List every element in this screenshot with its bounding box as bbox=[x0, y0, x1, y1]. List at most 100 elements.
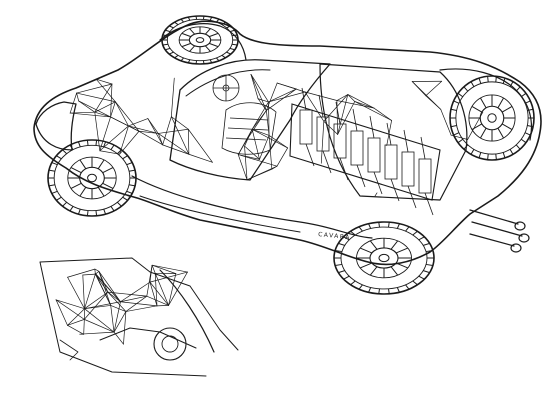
exhaust-header bbox=[339, 157, 349, 181]
engine-cylinder bbox=[367, 137, 381, 173]
inset-tube bbox=[151, 264, 188, 273]
inset-tube bbox=[55, 299, 68, 326]
front-left-wheel-ring bbox=[79, 166, 105, 190]
frame-tube bbox=[266, 82, 278, 111]
frame-tube bbox=[251, 128, 260, 160]
frame-tube bbox=[354, 101, 392, 121]
rear-right-wheel-tread bbox=[463, 144, 469, 150]
frame-tube bbox=[110, 101, 116, 118]
frame-tube bbox=[69, 111, 96, 114]
rear-left-wheel-spoke bbox=[359, 247, 373, 254]
rear-right-wheel-spoke bbox=[497, 97, 504, 109]
frame-tube bbox=[94, 111, 111, 118]
rear-right-wheel-tread bbox=[495, 153, 497, 160]
front-right-wheel-spoke bbox=[209, 42, 219, 48]
frame-tube bbox=[128, 125, 159, 134]
rear-right-wheel-tread bbox=[478, 77, 482, 84]
exhaust-header bbox=[322, 150, 332, 174]
rear-right-wheel-tread bbox=[527, 108, 534, 111]
frame-tube bbox=[69, 92, 77, 114]
frame-tube bbox=[268, 88, 297, 103]
rear-right-wheel-ring bbox=[479, 105, 505, 131]
inset-tube bbox=[55, 299, 85, 320]
frame-tube bbox=[115, 101, 129, 127]
intake-stack bbox=[420, 136, 426, 160]
front-left-wheel-tread bbox=[116, 149, 122, 155]
frame-tube bbox=[170, 116, 189, 130]
front-right-wheel-tread bbox=[215, 18, 220, 23]
rear-left-wheel-tread bbox=[412, 280, 418, 286]
front-left-wheel-ring bbox=[87, 173, 97, 183]
inset-tube bbox=[123, 311, 127, 345]
rear-right-wheel-tread bbox=[515, 144, 521, 150]
frame-tube bbox=[268, 101, 270, 136]
rear-left-wheel-tread bbox=[368, 223, 372, 229]
front-right-wheel-tread bbox=[209, 59, 213, 64]
front-right-wheel-tread bbox=[195, 16, 198, 20]
front-right-wheel-spoke bbox=[204, 45, 211, 52]
front-right-wheel-spoke bbox=[181, 42, 191, 48]
frame-tube bbox=[157, 133, 163, 146]
front-right-wheel-spoke bbox=[209, 32, 219, 38]
inset-tube bbox=[120, 301, 158, 307]
frame-tube bbox=[99, 150, 120, 155]
intake-stack bbox=[301, 87, 307, 111]
front-right-wheel-tread bbox=[215, 57, 220, 62]
rear-left-wheel-tread bbox=[358, 226, 363, 232]
rear-left-wheel-tread bbox=[418, 275, 425, 280]
front-left-wheel-ring bbox=[47, 139, 137, 217]
front-left-wheel-tread bbox=[51, 190, 58, 194]
rear-right-wheel-tread bbox=[463, 86, 469, 92]
frame-tube bbox=[128, 125, 140, 132]
cockpit-seat bbox=[212, 74, 277, 155]
rear-right-wheel-tread bbox=[502, 152, 506, 159]
inset-tube bbox=[113, 301, 121, 333]
inset-tube bbox=[107, 291, 127, 312]
rear-left-wheel-tread bbox=[412, 230, 418, 236]
inset-tube bbox=[149, 264, 153, 283]
inset-tube bbox=[83, 291, 109, 320]
frame-tube bbox=[268, 91, 306, 103]
rear-left-wheel-spoke bbox=[390, 240, 399, 250]
inset-tube bbox=[84, 273, 96, 310]
front-right-wheel-tread bbox=[162, 43, 169, 46]
front-left-wheel-tread bbox=[48, 184, 56, 187]
rear-right-wheel-tread bbox=[450, 108, 457, 111]
inset-tube-frame bbox=[55, 264, 188, 345]
front-right-wheel-tread bbox=[226, 51, 231, 55]
front-left-wheel-tread bbox=[62, 201, 68, 207]
front-right-wheel-tread bbox=[202, 60, 205, 64]
rear-left-wheel-tread bbox=[423, 242, 430, 246]
rear-left-wheel-spoke bbox=[359, 262, 373, 269]
front-left-wheel-spoke bbox=[79, 186, 87, 197]
exhaust-header bbox=[390, 178, 400, 202]
front-left-wheel-spoke bbox=[102, 182, 114, 189]
rear-right-wheel-tread bbox=[453, 132, 460, 136]
inset-tube bbox=[94, 272, 121, 303]
frame-tube bbox=[320, 121, 325, 164]
rear-right-wheel-tread bbox=[478, 152, 482, 159]
frame-tube bbox=[78, 100, 111, 118]
rear-right-wheel-tread bbox=[495, 76, 497, 83]
inset-tube bbox=[82, 274, 85, 310]
rear-right-wheel-tread bbox=[457, 138, 464, 144]
rear-left-wheel-tread bbox=[350, 230, 356, 236]
frame-tube bbox=[128, 118, 149, 127]
rear-right-wheel-tread bbox=[470, 81, 475, 87]
rear-right-wheel-ring bbox=[449, 75, 535, 161]
inset-tube bbox=[84, 301, 121, 310]
frame-tube bbox=[99, 116, 111, 152]
frame-tube bbox=[94, 111, 101, 152]
frame-tube bbox=[374, 192, 378, 197]
inset-tube bbox=[120, 281, 151, 303]
front-right-wheel-tread bbox=[169, 51, 174, 55]
car-body-shell bbox=[33, 20, 542, 266]
rear-right-wheel-tread bbox=[502, 77, 506, 84]
intake-stack bbox=[352, 108, 358, 132]
rear-right-wheel-spoke bbox=[497, 127, 504, 139]
rear-right-wheel-tread bbox=[457, 92, 464, 98]
inset-tube bbox=[79, 331, 115, 335]
rear-left-wheel-tread bbox=[423, 270, 430, 274]
exhaust-header bbox=[424, 192, 434, 216]
rear-left-wheel-tread bbox=[405, 284, 410, 290]
